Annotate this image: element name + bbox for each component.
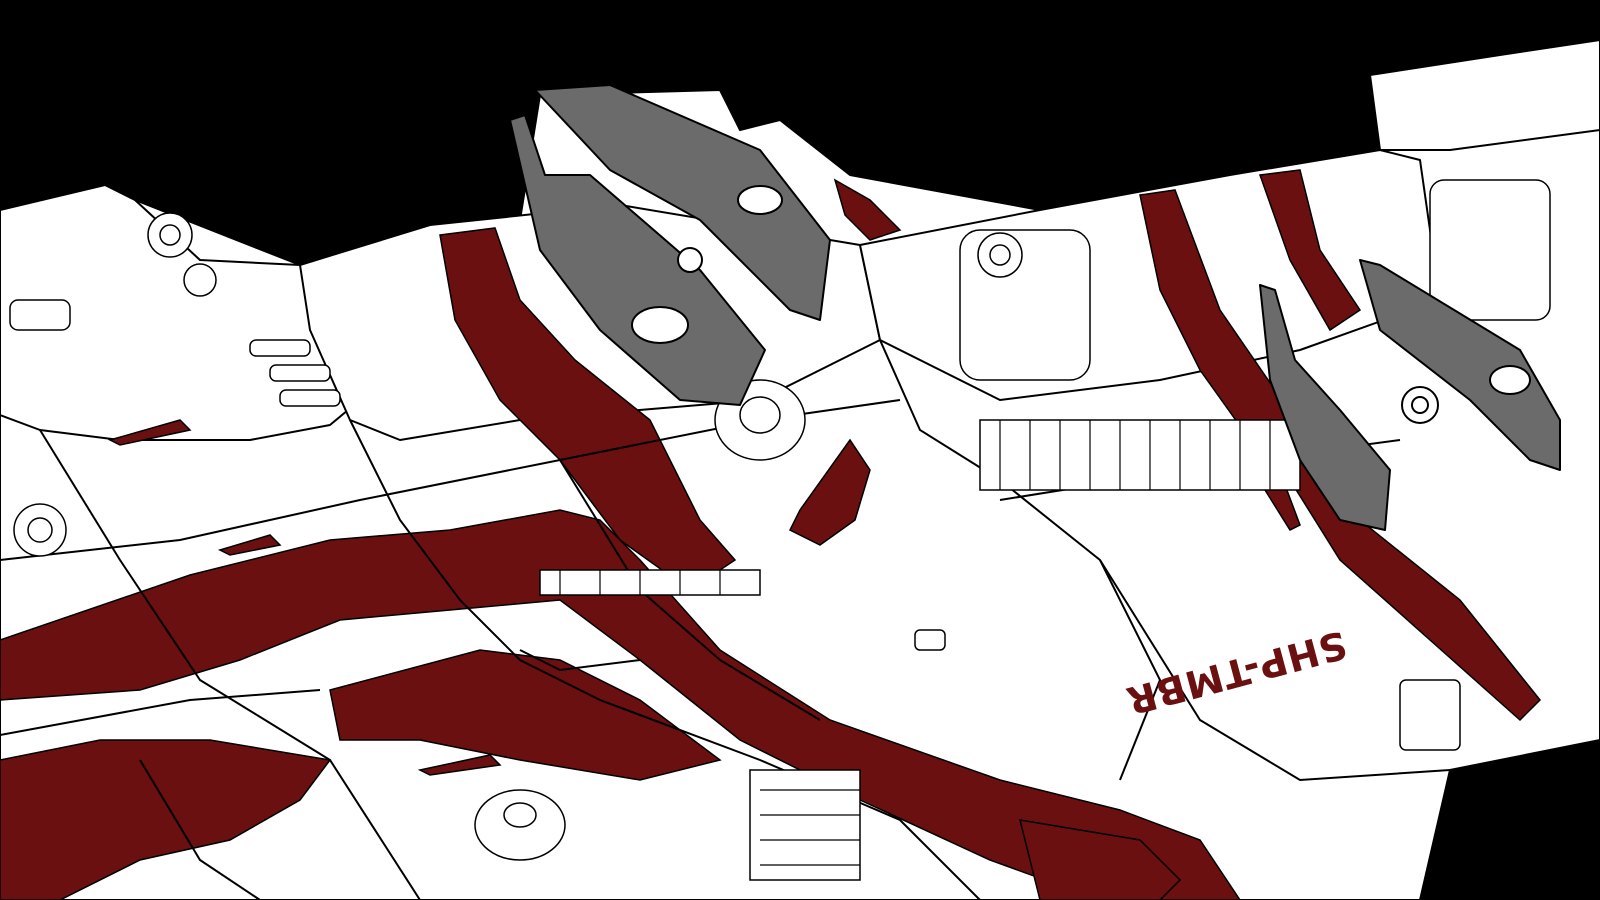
panel-line-9 <box>139 759 261 900</box>
mechanical-details <box>9 179 1551 881</box>
stripe-lower-left <box>0 739 332 900</box>
panel-line-7 <box>1099 559 1451 782</box>
stripe-small-mark-3 <box>417 754 502 776</box>
clamp-center-cutout-1 <box>631 306 689 344</box>
stripe-lower-main <box>0 509 1241 900</box>
panel-line-5 <box>879 339 1162 781</box>
panel-line-10 <box>519 649 641 672</box>
stripe-upper-arc <box>788 438 871 546</box>
greeble-block-tr <box>1429 179 1551 321</box>
stripe-small-mark-2 <box>217 534 282 556</box>
docking-clamp-center <box>509 84 831 406</box>
clamp-right-cutout <box>1489 365 1531 395</box>
stripe-bottom-right <box>1018 819 1182 900</box>
clamp-center-rear-arm <box>534 84 831 321</box>
joint-left-1-inner <box>159 224 181 246</box>
stripe-top-wedge <box>833 178 902 241</box>
panel-line-4 <box>559 459 821 721</box>
stripe-upper-center <box>439 227 737 591</box>
greeble-row-bottom <box>749 769 861 881</box>
joint-left-2 <box>183 263 217 297</box>
panel-line-3 <box>349 419 981 900</box>
panel-line-8 <box>0 689 321 736</box>
stripe-lower-mid <box>329 649 722 781</box>
greeble-lines <box>559 420 1271 866</box>
hull-block-top-right <box>1369 39 1600 151</box>
clamp-right-bolt-inner <box>1411 396 1429 414</box>
vent-left <box>9 299 71 331</box>
socket-right-inner <box>989 244 1011 266</box>
socket-center-inner <box>739 396 781 434</box>
clamp-right-front-arm <box>1259 284 1391 531</box>
clamp-center-front-arm <box>509 114 766 406</box>
panel-line-2 <box>39 429 421 900</box>
docking-clamp-right <box>1259 259 1561 531</box>
clamp-center-bolt <box>677 247 703 273</box>
greeble-row-right <box>979 419 1301 491</box>
grip-center <box>914 629 946 651</box>
stripe-small-mark-1 <box>107 419 192 446</box>
piston-left-1 <box>249 339 311 357</box>
greeble-row-mid <box>539 569 761 596</box>
clamp-right-rear-arm <box>1359 259 1561 471</box>
piston-left-3 <box>279 389 341 407</box>
socket-bottom-inner <box>503 802 537 828</box>
clamp-center-cutout-2 <box>737 185 783 215</box>
piston-left-2 <box>269 364 331 382</box>
joint-left-3-inner <box>27 517 53 543</box>
stripe-right-2 <box>1258 169 1362 332</box>
greeble-block-br <box>1399 679 1461 751</box>
